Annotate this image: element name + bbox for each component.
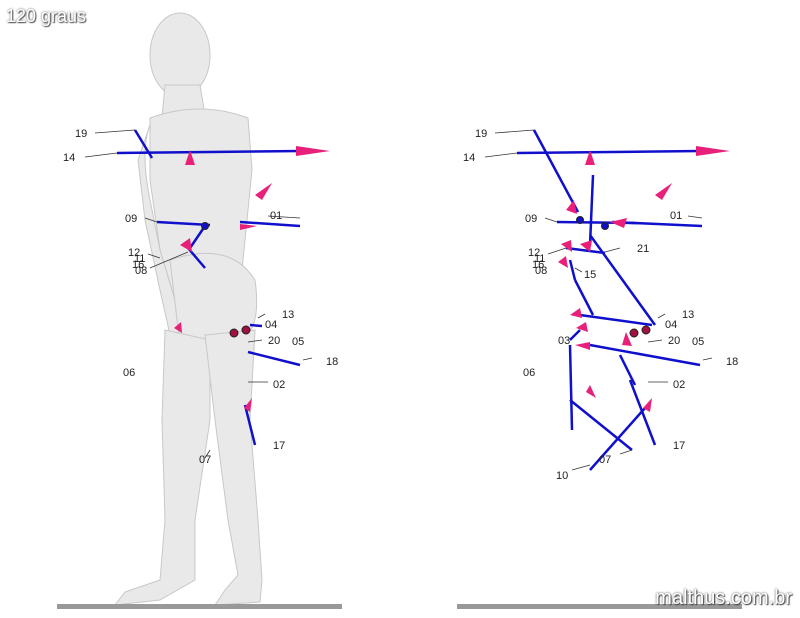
label-18: 18 xyxy=(726,356,738,368)
label-01: 01 xyxy=(670,210,682,222)
label-16: 16 xyxy=(532,259,544,271)
label-14: 14 xyxy=(63,152,75,164)
label-03: 03 xyxy=(558,335,570,347)
ground-bar-left xyxy=(57,604,342,609)
leaders-left xyxy=(84,129,313,459)
label-20: 20 xyxy=(268,335,280,347)
label-15: 15 xyxy=(584,269,596,281)
label-14: 14 xyxy=(463,152,475,164)
label-19: 19 xyxy=(475,128,487,140)
label-11: 11 xyxy=(134,253,145,265)
label-02: 02 xyxy=(673,379,685,391)
label-07: 07 xyxy=(199,454,211,466)
label-13: 13 xyxy=(282,309,294,321)
site-credit: malthus.com.br xyxy=(655,587,792,609)
label-20: 20 xyxy=(668,335,680,347)
label-09: 09 xyxy=(125,213,137,225)
label-17: 17 xyxy=(273,440,285,452)
label-02: 02 xyxy=(273,379,285,391)
joint-markers-right xyxy=(576,216,651,338)
leaders-right xyxy=(484,129,713,471)
vectors-right xyxy=(516,129,703,471)
label-12: 12 xyxy=(528,247,540,259)
arrowheads-right xyxy=(558,146,730,412)
human-body-model xyxy=(113,12,263,606)
label-07: 07 xyxy=(599,454,611,466)
label-05: 05 xyxy=(692,336,704,348)
view-angle-title: 120 graus xyxy=(6,6,87,26)
arrowheads-left xyxy=(174,146,330,412)
ground-bar-right xyxy=(457,604,742,609)
labels-left: 19 14 09 01 12 11 16 08 13 04 20 05 06 1… xyxy=(63,128,338,466)
label-21: 21 xyxy=(637,243,649,255)
labels-right: 19 14 09 01 12 11 16 08 21 15 13 04 03 2… xyxy=(463,128,738,482)
label-06: 06 xyxy=(523,367,535,379)
label-10: 10 xyxy=(556,470,568,482)
label-05: 05 xyxy=(292,336,304,348)
label-18: 18 xyxy=(326,356,338,368)
label-08: 08 xyxy=(135,265,147,277)
label-19: 19 xyxy=(75,128,87,140)
label-06: 06 xyxy=(123,367,135,379)
label-04: 04 xyxy=(665,319,677,331)
vectors-left xyxy=(116,129,301,446)
joint-markers-left xyxy=(201,222,251,338)
label-11: 11 xyxy=(534,253,545,265)
label-16: 16 xyxy=(132,259,144,271)
label-17: 17 xyxy=(673,440,685,452)
label-13: 13 xyxy=(682,309,694,321)
label-08: 08 xyxy=(535,265,547,277)
label-12: 12 xyxy=(128,247,140,259)
label-09: 09 xyxy=(525,213,537,225)
label-04: 04 xyxy=(265,319,277,331)
label-01: 01 xyxy=(270,210,282,222)
